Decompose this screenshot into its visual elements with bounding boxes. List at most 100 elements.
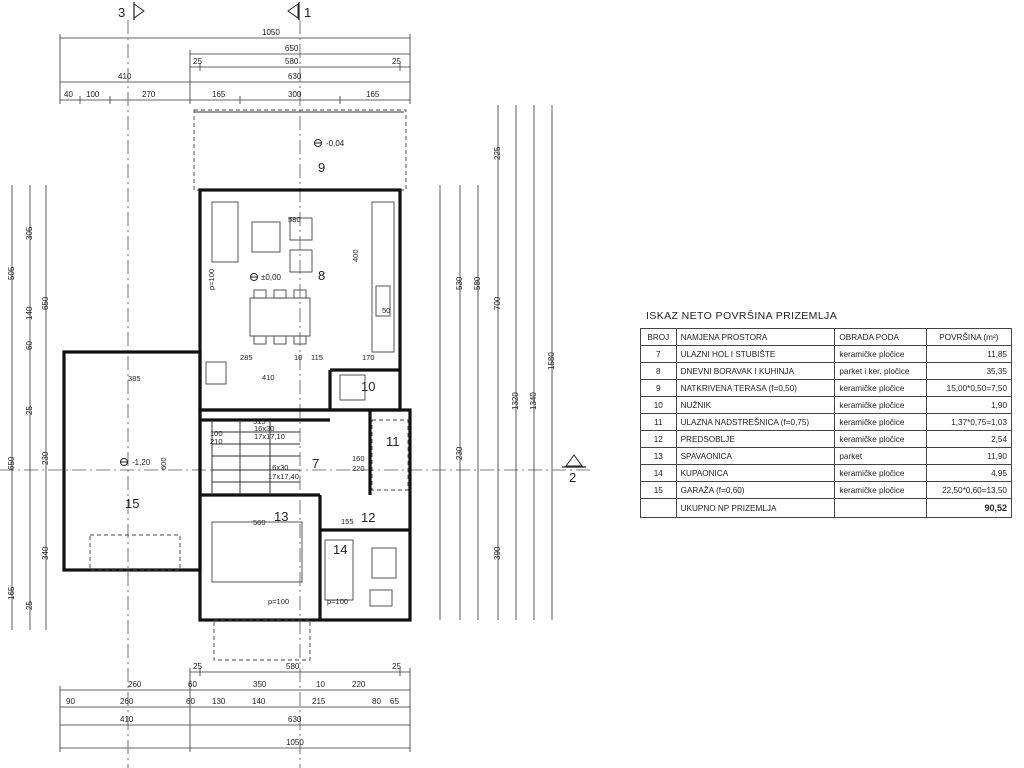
svg-text:165: 165 xyxy=(7,586,16,600)
level-mark-icon xyxy=(120,458,128,466)
svg-text:p=100: p=100 xyxy=(207,269,216,290)
svg-text:3: 3 xyxy=(118,5,125,20)
level-marks: -0,04 ±0,00 -1,20 xyxy=(120,139,345,467)
svg-text:130: 130 xyxy=(212,697,226,706)
svg-text:60: 60 xyxy=(188,680,197,689)
room-number-14: 14 xyxy=(333,542,347,557)
svg-text:155: 155 xyxy=(341,517,354,526)
svg-text:530: 530 xyxy=(455,276,464,290)
svg-text:140: 140 xyxy=(252,697,266,706)
area-schedule: ISKAZ NETO POVRŠINA PRIZEMLJA BROJ NAMJE… xyxy=(640,310,1013,518)
col-header-area: POVRŠINA (m²) xyxy=(925,328,1013,346)
svg-text:580: 580 xyxy=(285,57,299,66)
room-number-11: 11 xyxy=(386,434,400,449)
table-total-row: UKUPNO NP PRIZEMLJA 90,52 xyxy=(640,498,1013,518)
svg-text:220: 220 xyxy=(352,680,366,689)
svg-text:80: 80 xyxy=(372,697,381,706)
svg-text:17x17,40: 17x17,40 xyxy=(268,472,299,481)
furniture xyxy=(205,201,397,607)
total-label: UKUPNO NP PRIZEMLJA xyxy=(675,498,836,518)
svg-text:1050: 1050 xyxy=(286,738,304,747)
svg-text:305: 305 xyxy=(25,226,34,240)
col-header-purpose: NAMJENA PROSTORA xyxy=(675,328,836,346)
svg-text:140: 140 xyxy=(25,306,34,320)
svg-text:410: 410 xyxy=(120,715,134,724)
svg-text:260: 260 xyxy=(120,697,134,706)
svg-text:650: 650 xyxy=(41,296,50,310)
svg-text:1050: 1050 xyxy=(262,28,280,37)
svg-text:25: 25 xyxy=(193,662,202,671)
svg-text:580: 580 xyxy=(286,662,300,671)
table-header-row: BROJ NAMJENA PROSTORA OBRADA PODA POVRŠI… xyxy=(640,328,1013,346)
svg-text:300: 300 xyxy=(288,90,302,99)
svg-text:340: 340 xyxy=(41,546,50,560)
total-value: 90,52 xyxy=(925,498,1013,518)
axis-marker-3: 3 xyxy=(118,2,145,20)
svg-text:580: 580 xyxy=(473,276,482,290)
svg-text:230: 230 xyxy=(41,451,50,465)
svg-text:410: 410 xyxy=(262,373,275,382)
svg-text:10: 10 xyxy=(294,353,302,362)
svg-text:25: 25 xyxy=(392,57,401,66)
svg-text:210: 210 xyxy=(210,437,223,446)
svg-text:90: 90 xyxy=(66,697,75,706)
col-header-number: BROJ xyxy=(640,328,677,346)
svg-text:410: 410 xyxy=(118,72,132,81)
svg-text:580: 580 xyxy=(288,215,301,224)
svg-text:±0,00: ±0,00 xyxy=(261,273,282,282)
room-number-8: 8 xyxy=(318,268,325,283)
svg-text:100: 100 xyxy=(86,90,100,99)
svg-text:65: 65 xyxy=(390,697,399,706)
area-table: BROJ NAMJENA PROSTORA OBRADA PODA POVRŠI… xyxy=(640,328,1013,518)
svg-text:560: 560 xyxy=(253,518,266,527)
svg-text:p=100: p=100 xyxy=(327,597,348,606)
top-dimensions: 1050 650 25 580 25 410 630 40 100 270 16… xyxy=(59,28,411,104)
svg-text:1580: 1580 xyxy=(547,352,556,370)
svg-text:50: 50 xyxy=(382,306,390,315)
svg-text:390: 390 xyxy=(493,546,502,560)
svg-text:60: 60 xyxy=(25,341,34,350)
interior-dimensions: 580 400 50 285 10 115 170 410 385 560 16… xyxy=(128,215,390,606)
room-number-9: 9 xyxy=(318,160,325,175)
svg-text:165: 165 xyxy=(212,90,226,99)
col-header-floor: OBRADA PODA xyxy=(834,328,927,346)
room-number-10: 10 xyxy=(361,379,375,394)
svg-text:10: 10 xyxy=(316,680,325,689)
svg-text:25: 25 xyxy=(193,57,202,66)
svg-text:p=100: p=100 xyxy=(268,597,289,606)
svg-text:16x30: 16x30 xyxy=(254,424,274,433)
svg-text:115: 115 xyxy=(311,353,323,362)
svg-text:1: 1 xyxy=(304,5,311,20)
svg-text:650: 650 xyxy=(7,456,16,470)
svg-text:25: 25 xyxy=(392,662,401,671)
svg-text:-0,04: -0,04 xyxy=(326,139,345,148)
svg-text:16x30: 16x30 xyxy=(268,463,288,472)
svg-text:630: 630 xyxy=(288,72,302,81)
room-number-15: 15 xyxy=(125,496,139,511)
room-number-12: 12 xyxy=(361,510,375,525)
svg-text:2: 2 xyxy=(569,470,576,485)
left-dimensions: 505 305 650 140 60 25 650 230 340 165 25 xyxy=(7,185,50,630)
room-number-13: 13 xyxy=(274,509,288,524)
axis-marker-1: 1 xyxy=(287,2,311,20)
svg-text:270: 270 xyxy=(142,90,156,99)
area-schedule-title: ISKAZ NETO POVRŠINA PRIZEMLJA xyxy=(646,310,838,322)
svg-text:260: 260 xyxy=(128,680,142,689)
svg-text:60: 60 xyxy=(186,697,195,706)
level-mark-icon xyxy=(250,273,258,281)
svg-text:400: 400 xyxy=(351,249,360,262)
svg-text:700: 700 xyxy=(493,296,502,310)
svg-text:515: 515 xyxy=(253,417,266,426)
svg-text:40: 40 xyxy=(64,90,73,99)
svg-text:1340: 1340 xyxy=(529,392,538,410)
svg-text:17x17,10: 17x17,10 xyxy=(254,432,285,441)
bottom-dimensions: 25 580 25 260 60 350 10 220 90 260 60 13… xyxy=(59,662,411,752)
svg-text:350: 350 xyxy=(253,680,267,689)
axis-marker-2: 2 xyxy=(562,454,586,485)
